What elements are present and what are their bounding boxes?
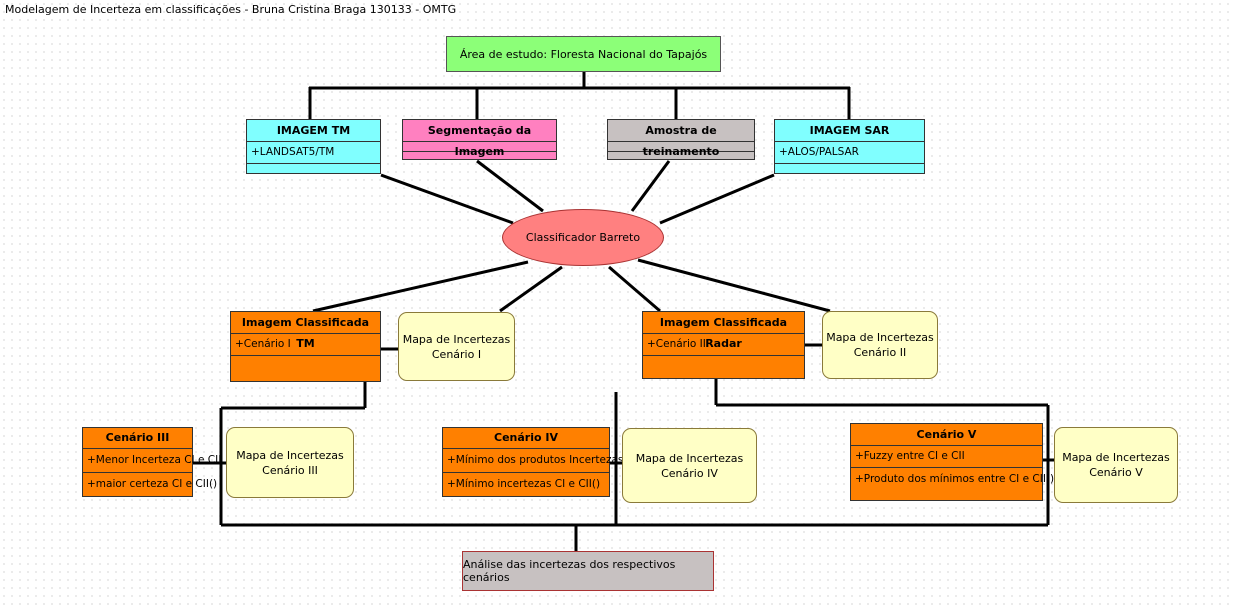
class-name: Cenário III (83, 428, 192, 449)
class-name: Segmentação da Imagem (403, 120, 556, 158)
class-attribute: +Fuzzy entre CI e CII (851, 446, 1042, 468)
note-line: Cenário III (262, 463, 318, 477)
class-imagem-sar[interactable]: IMAGEM SAR +ALOS/PALSAR (774, 119, 925, 174)
class-name: Imagem Classificada TM (231, 312, 380, 350)
class-name: IMAGEM TM (247, 120, 380, 142)
class-cenario-v[interactable]: Cenário V +Fuzzy entre CI e CII +Produto… (850, 423, 1055, 501)
note-line: Cenário II (853, 346, 907, 359)
class-cenario-iv[interactable]: Cenário IV +Mínimo dos produtos Incertez… (442, 427, 623, 497)
classifier-ellipse[interactable]: Classificador Barreto (502, 209, 664, 266)
class-name: Cenário V (851, 424, 1042, 446)
class-name: Cenário IV (443, 428, 609, 449)
note-line: Mapa de Incertezas (236, 448, 344, 462)
class-method: +maior certeza CI e CII() (87, 478, 218, 490)
class-method: +Mínimo incertezas CI e CII() (447, 478, 601, 490)
class-name: Amostra de treinamento (608, 120, 754, 158)
study-area-box[interactable]: Área de estudo: Floresta Nacional do Tap… (446, 36, 721, 72)
class-attribute: +ALOS/PALSAR (775, 142, 924, 164)
note-line: Cenário V (1089, 466, 1143, 479)
note-line: Cenário I (431, 347, 482, 361)
study-area-label: Área de estudo: Floresta Nacional do Tap… (459, 47, 708, 61)
class-name: Imagem Classificada Radar (643, 312, 804, 350)
class-attribute: +Cenário II (643, 334, 804, 356)
diagram-title: Modelagem de Incerteza em classificações… (5, 3, 457, 16)
class-segmentacao[interactable]: Segmentação da Imagem (402, 119, 557, 160)
class-imagem-classificada-radar[interactable]: Imagem Classificada Radar +Cenário II (642, 311, 805, 379)
class-attribute: +Cenário I (231, 334, 380, 356)
class-attribute: +LANDSAT5/TM (247, 142, 380, 164)
note-line: Mapa de Incertezas (1062, 451, 1170, 464)
class-attribute (403, 142, 556, 152)
class-amostra[interactable]: Amostra de treinamento (607, 119, 755, 160)
class-attribute: +Mínimo dos produtos Incertezas (443, 449, 623, 473)
class-attribute (608, 142, 754, 152)
note-line: Mapa de Incertezas (635, 451, 744, 465)
class-cenario-iii[interactable]: Cenário III +Menor Incerteza CI e CII +m… (82, 427, 221, 497)
note-line: Mapa de Incertezas (826, 331, 934, 344)
class-name: IMAGEM SAR (775, 120, 924, 142)
classifier-label: Classificador Barreto (525, 231, 641, 244)
class-attribute: +Menor Incerteza CI e CII (83, 449, 221, 473)
analysis-box[interactable]: Análise das incertezas dos respectivos c… (462, 551, 714, 591)
class-imagem-classificada-tm[interactable]: Imagem Classificada TM +Cenário I (230, 311, 381, 382)
note-line: Mapa de Incertezas (402, 332, 511, 346)
class-method: +Produto dos mínimos entre CI e CII() (855, 473, 1055, 485)
note-line: Cenário IV (661, 466, 718, 480)
analysis-label: Análise das incertezas dos respectivos c… (463, 558, 676, 584)
class-imagem-tm[interactable]: IMAGEM TM +LANDSAT5/TM (246, 119, 381, 174)
